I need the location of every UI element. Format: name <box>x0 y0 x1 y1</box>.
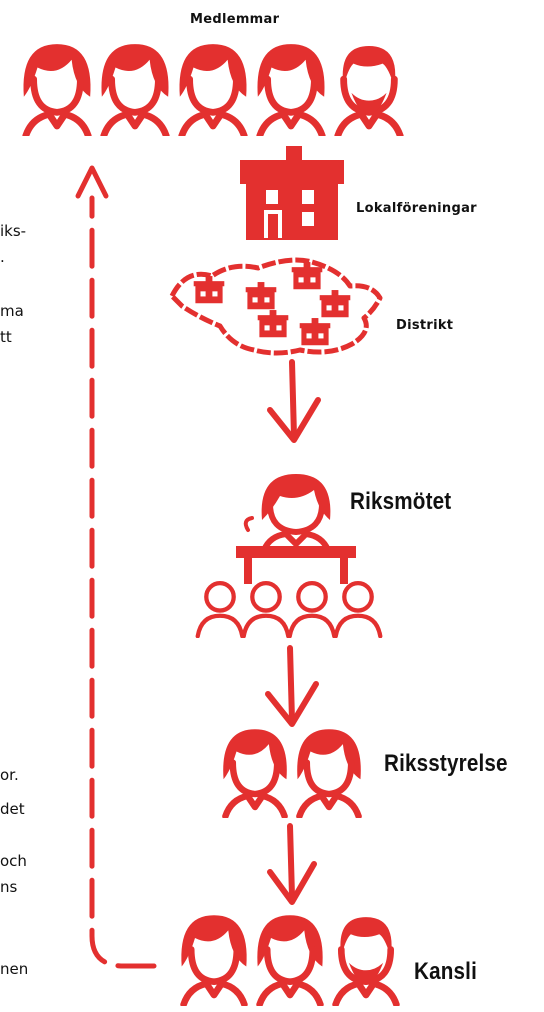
audience-member-icon <box>198 583 243 636</box>
national-meeting-label: Riksmötet <box>350 488 452 515</box>
speaker-icon <box>261 474 331 553</box>
member-icon <box>257 44 324 136</box>
office-member-icon <box>336 917 397 1004</box>
district-map-icon <box>169 257 383 356</box>
arrow-down-icon <box>267 359 321 443</box>
member-icon <box>179 44 246 136</box>
office-member-icon <box>257 915 322 1004</box>
audience-member-icon <box>290 583 335 636</box>
arrow-down-icon <box>267 823 317 905</box>
board-member-icon <box>223 729 287 816</box>
audience-member-icon <box>244 583 289 636</box>
members-label: Medlemmar <box>190 12 280 27</box>
text-fragment: iks- <box>0 222 27 240</box>
podium-icon <box>236 516 356 584</box>
member-icon <box>23 44 90 136</box>
return-arrow-icon <box>75 165 157 969</box>
text-fragment: och <box>0 852 27 870</box>
national-board-label: Riksstyrelse <box>384 750 508 777</box>
text-fragment: . <box>0 248 5 266</box>
text-fragment: det <box>0 800 25 818</box>
text-fragment: nen <box>0 960 29 978</box>
districts-label: Distrikt <box>396 318 454 333</box>
text-fragment: tt <box>0 328 12 346</box>
member-icon <box>101 44 168 136</box>
text-fragment: ma <box>0 302 24 320</box>
office-member-icon <box>181 915 246 1004</box>
text-fragment: or. <box>0 766 19 784</box>
house-icon <box>240 146 344 240</box>
text-fragment: ns <box>0 878 18 896</box>
local-associations-label: Lokalföreningar <box>356 201 477 216</box>
member-icon <box>338 46 400 136</box>
arrow-down-icon <box>265 645 319 727</box>
board-member-icon <box>297 729 361 816</box>
office-label: Kansli <box>414 958 477 985</box>
audience-member-icon <box>336 583 381 636</box>
